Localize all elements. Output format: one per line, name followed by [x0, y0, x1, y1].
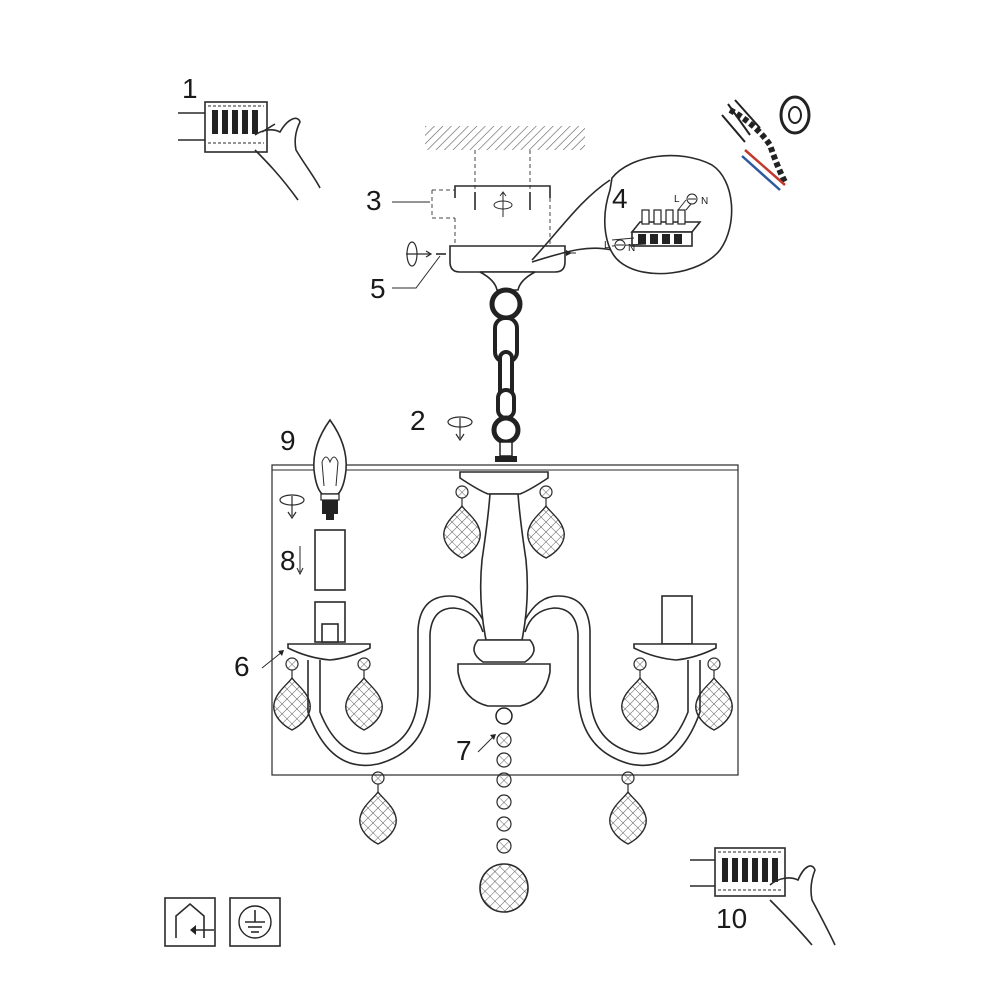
live-bottom-label: L: [604, 240, 610, 251]
step-8-candle-sleeve: 8: [280, 529, 346, 591]
breaker-switches: [208, 105, 264, 144]
chandelier-arms: [307, 595, 701, 767]
terminal-block: [611, 197, 702, 247]
protective-earth-icon: [229, 897, 281, 947]
neutral-top-label: N: [701, 196, 708, 207]
central-bead-drop: [479, 732, 529, 913]
hand-icon: [769, 865, 836, 946]
mounting-bracket: 3: [366, 185, 551, 245]
step-1-label: 1: [182, 73, 198, 104]
hand-icon: [254, 117, 321, 201]
step-5-fix-screw: 5: [370, 241, 446, 304]
central-column: [457, 471, 551, 725]
step-4-wiring-callout: 4 L N L N: [531, 154, 733, 275]
right-candle-holder: [633, 595, 717, 661]
ceiling: [425, 126, 585, 150]
step-1-power-off-illustration: 1: [178, 73, 321, 201]
step-4-label: 4: [612, 183, 628, 214]
step-10-label: 10: [716, 903, 747, 934]
step-8-label: 8: [280, 545, 296, 576]
step-9-candle-bulb: 9: [279, 418, 347, 520]
step-10-power-on-illustration: 10: [690, 847, 836, 946]
step-7-marker: 7: [456, 734, 496, 766]
step-6-marker: 6: [234, 650, 284, 682]
step-9-label: 9: [280, 425, 296, 456]
step-2-label: 2: [410, 405, 426, 436]
step-6-label: 6: [234, 651, 250, 682]
indoor-use-icon: [164, 897, 216, 947]
rotate-arrow-icon: [279, 494, 305, 519]
screw-rotate-arrow-icon: [493, 191, 513, 217]
suspension-chain: [489, 287, 523, 462]
rotate-arrow-icon: [447, 416, 473, 441]
step-7-label: 7: [456, 735, 472, 766]
breaker-switches-on: [718, 851, 782, 891]
left-candle-holder: [287, 601, 371, 661]
step-5-label: 5: [370, 273, 386, 304]
insulating-tape-icon: [721, 95, 811, 191]
live-top-label: L: [674, 194, 680, 205]
step-3-label: 3: [366, 185, 382, 216]
neutral-bottom-label: N: [628, 243, 635, 254]
ceiling-canopy: [449, 245, 576, 291]
rotate-arrow-icon: [406, 241, 433, 267]
